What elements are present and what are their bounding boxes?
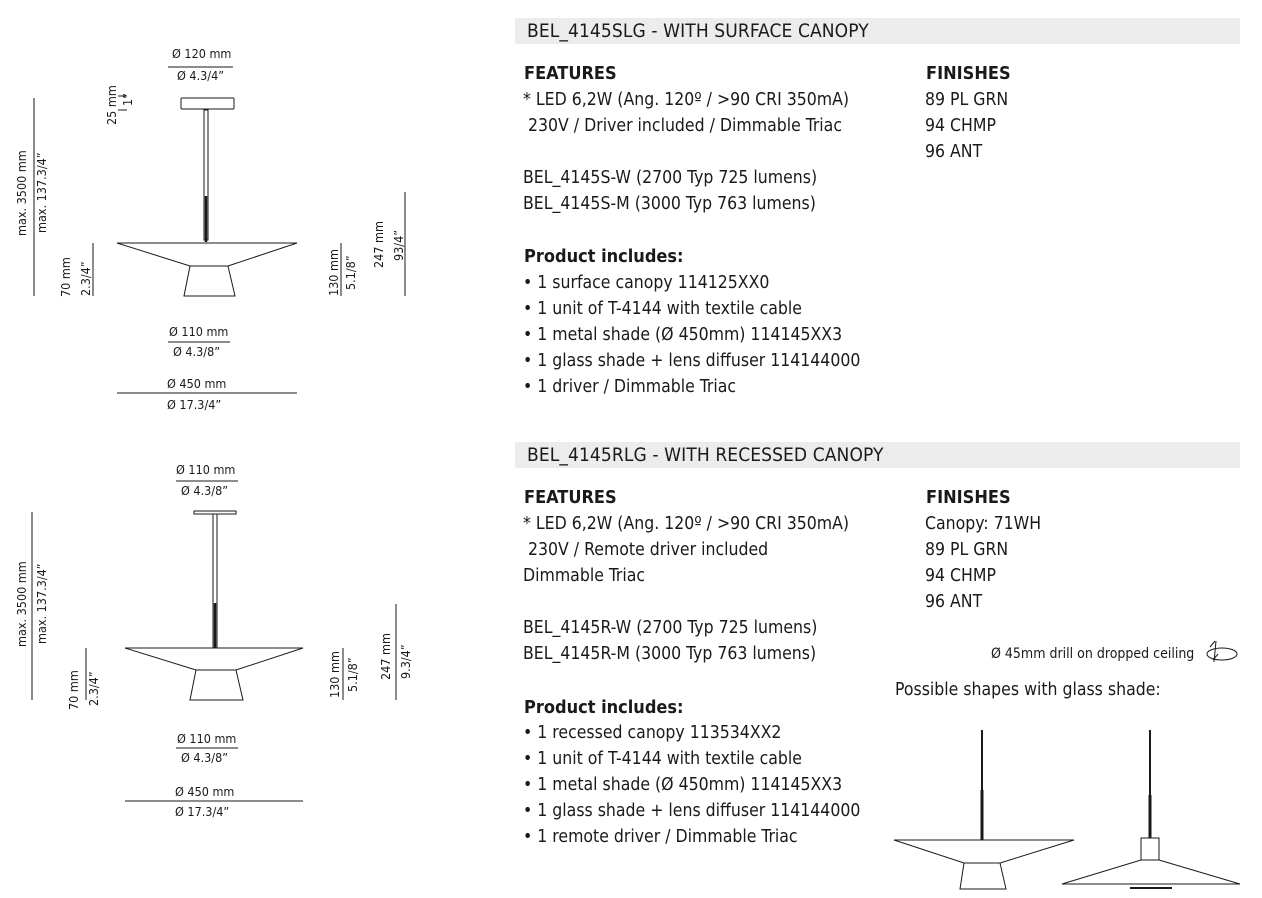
canopy2-diameter-mm: Ø 110 mm	[176, 462, 236, 477]
canopy-diameter-mm: Ø 120 mm	[172, 46, 232, 61]
include-item: • 1 glass shade + lens diffuser 11414400…	[523, 801, 861, 821]
includes-title-1: Product includes:	[524, 246, 684, 267]
finishes-title-2: FINISHES	[926, 487, 1011, 508]
finishes-list-2: Canopy: 71WH 89 PL GRN 94 CHMP 96 ANT	[925, 511, 1041, 615]
feature-line: * LED 6,2W (Ang. 120º / >90 CRI 350mA)	[523, 514, 850, 534]
glass-height-mm: 70 mm	[58, 257, 73, 297]
feature-line: 230V / Driver included / Dimmable Triac	[523, 116, 842, 136]
includes-list-1: • 1 surface canopy 114125XX0 • 1 unit of…	[523, 270, 860, 400]
finishes-title-1: FINISHES	[926, 63, 1011, 84]
includes-title-2: Product includes:	[524, 697, 684, 718]
glass-diameter-mm: Ø 110 mm	[169, 324, 229, 339]
feature-line: * LED 6,2W (Ang. 120º / >90 CRI 350mA)	[523, 90, 850, 110]
include-item: • 1 glass shade + lens diffuser 11414400…	[523, 351, 861, 371]
max-length-mm: max. 3500 mm	[14, 150, 29, 236]
shade2-diameter-in: Ø 17.3/4”	[175, 804, 230, 819]
include-item: • 1 metal shade (Ø 450mm) 114145XX3	[523, 775, 843, 795]
variants-list-1: BEL_4145S-W (2700 Typ 725 lumens) BEL_41…	[523, 165, 817, 217]
section-2-header: BEL_4145RLG - WITH RECESSED CANOPY	[515, 442, 1240, 468]
shade-diameter-in: Ø 17.3/4”	[167, 397, 222, 412]
variants-list-2: BEL_4145R-W (2700 Typ 725 lumens) BEL_41…	[523, 615, 817, 667]
finishes-list-1: 89 PL GRN 94 CHMP 96 ANT	[925, 87, 1008, 165]
section-2-code: BEL_4145RLG	[527, 444, 647, 466]
shapes-title: Possible shapes with glass shade:	[895, 680, 1161, 700]
drill-note: Ø 45mm drill on dropped ceiling	[991, 646, 1195, 662]
variant-line: BEL_4145S-W (2700 Typ 725 lumens)	[523, 168, 818, 188]
variant-line: BEL_4145S-M (3000 Typ 763 lumens)	[523, 194, 816, 214]
shade2-diameter-mm: Ø 450 mm	[175, 784, 235, 799]
glass-diameter-in: Ø 4.3/8”	[173, 344, 221, 359]
feature-line: Dimmable Triac	[523, 566, 646, 586]
finish-item: 89 PL GRN	[925, 540, 1009, 560]
include-item: • 1 surface canopy 114125XX0	[523, 273, 770, 293]
include-item: • 1 driver / Dimmable Triac	[523, 377, 736, 397]
finish-item: 89 PL GRN	[925, 90, 1009, 110]
max2-length-mm: max. 3500 mm	[14, 561, 29, 647]
glass-height-in: 2.3/4”	[78, 261, 93, 296]
section-1-header: BEL_4145SLG - WITH SURFACE CANOPY	[515, 18, 1240, 44]
shade-height-mm: 130 mm	[326, 249, 341, 296]
features-title-1: FEATURES	[524, 63, 617, 84]
total-height-mm: 247 mm	[371, 221, 386, 268]
include-item: • 1 unit of T-4144 with textile cable	[523, 749, 802, 769]
max2-length-in: max. 137.3/4”	[34, 563, 49, 644]
section-2-header-rest: - WITH RECESSED CANOPY	[646, 444, 884, 466]
shade2-height-in: 5.1/8”	[345, 657, 360, 692]
variant-line: BEL_4145R-M (3000 Typ 763 lumens)	[523, 644, 817, 664]
include-item: • 1 metal shade (Ø 450mm) 114145XX3	[523, 325, 843, 345]
drawing-2-lamp	[31, 480, 397, 802]
feature-line: 230V / Remote driver included	[523, 540, 769, 560]
features-list-1: * LED 6,2W (Ang. 120º / >90 CRI 350mA) 2…	[523, 87, 849, 139]
glass2-height-in: 2.3/4”	[86, 671, 101, 706]
total-height-in: 93/4”	[391, 229, 406, 261]
possible-shape-1	[893, 730, 1075, 890]
finish-item: 96 ANT	[925, 592, 983, 612]
finish-item: 96 ANT	[925, 142, 983, 162]
section-1-code: BEL_4145SLG	[527, 20, 646, 42]
canopy-height-in: 1”	[120, 93, 135, 106]
canopy2-diameter-in: Ø 4.3/8”	[181, 483, 229, 498]
glass2-diameter-in: Ø 4.3/8”	[181, 750, 229, 765]
variant-line: BEL_4145R-W (2700 Typ 725 lumens)	[523, 618, 818, 638]
shade-diameter-mm: Ø 450 mm	[167, 376, 227, 391]
max-length-in: max. 137.3/4”	[34, 152, 49, 233]
finish-item: 94 CHMP	[925, 116, 996, 136]
canopy-diameter-in: Ø 4.3/4”	[177, 68, 225, 83]
finish-item: Canopy: 71WH	[925, 514, 1042, 534]
features-list-2: * LED 6,2W (Ang. 120º / >90 CRI 350mA) 2…	[523, 511, 849, 589]
finish-item: 94 CHMP	[925, 566, 996, 586]
total2-height-in: 9.3/4”	[398, 644, 413, 679]
features-title-2: FEATURES	[524, 487, 617, 508]
shade-height-in: 5.1/8”	[343, 255, 358, 290]
include-item: • 1 unit of T-4144 with textile cable	[523, 299, 802, 319]
drill-icon	[1206, 640, 1238, 663]
section-1-header-rest: - WITH SURFACE CANOPY	[645, 20, 869, 42]
canopy-height-mm: 25 mm	[104, 85, 119, 125]
includes-list-2: • 1 recessed canopy 113534XX2 • 1 unit o…	[523, 720, 860, 850]
possible-shape-2	[1061, 730, 1241, 889]
glass2-diameter-mm: Ø 110 mm	[177, 731, 237, 746]
include-item: • 1 recessed canopy 113534XX2	[523, 723, 782, 743]
glass2-height-mm: 70 mm	[66, 670, 81, 710]
include-item: • 1 remote driver / Dimmable Triac	[523, 827, 798, 847]
shade2-height-mm: 130 mm	[327, 651, 342, 698]
total2-height-mm: 247 mm	[378, 633, 393, 680]
drawing-1-lamp	[33, 66, 406, 394]
